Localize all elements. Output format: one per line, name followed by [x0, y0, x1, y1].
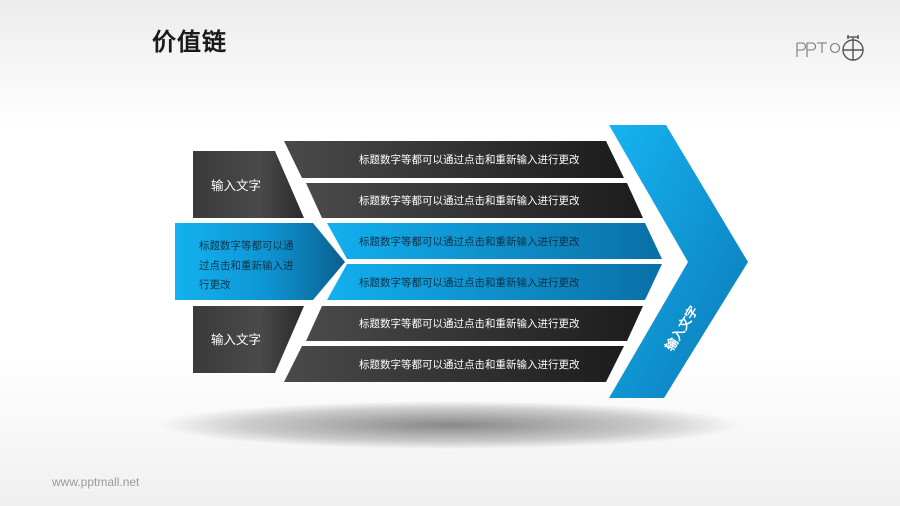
row-1[interactable]: 标题数字等都可以通过点击和重新输入进行更改 [284, 141, 624, 178]
left-box-middle-line-1: 标题数字等都可以通 [199, 239, 294, 252]
left-box-top-label: 输入文字 [211, 178, 261, 193]
right-chevron[interactable]: 输入文字 [609, 125, 748, 398]
row-4-text: 标题数字等都可以通过点击和重新输入进行更改 [359, 276, 580, 289]
row-2[interactable]: 标题数字等都可以通过点击和重新输入进行更改 [306, 183, 643, 218]
row-3[interactable]: 标题数字等都可以通过点击和重新输入进行更改 [327, 223, 662, 259]
page-title: 价值链 [152, 28, 227, 56]
left-box-bottom-label: 输入文字 [211, 332, 261, 347]
floor-shadow [160, 401, 740, 449]
row-6[interactable]: 标题数字等都可以通过点击和重新输入进行更改 [284, 346, 624, 382]
logo-text [796, 42, 841, 57]
left-box-top[interactable]: 输入文字 [193, 151, 304, 218]
row-3-text: 标题数字等都可以通过点击和重新输入进行更改 [359, 235, 580, 248]
row-1-text: 标题数字等都可以通过点击和重新输入进行更改 [359, 153, 580, 166]
row-4[interactable]: 标题数字等都可以通过点击和重新输入进行更改 [327, 264, 662, 300]
left-box-middle-line-2: 过点击和重新输入进 [199, 259, 294, 272]
row-2-text: 标题数字等都可以通过点击和重新输入进行更改 [359, 194, 580, 207]
crossed-circle-icon [842, 35, 864, 61]
footer-url[interactable]: www.pptmall.net [52, 475, 140, 489]
row-5[interactable]: 标题数字等都可以通过点击和重新输入进行更改 [306, 306, 643, 341]
left-box-middle-line-3: 行更改 [199, 278, 231, 291]
left-box-bottom[interactable]: 输入文字 [193, 306, 304, 373]
logo [796, 35, 864, 61]
row-6-text: 标题数字等都可以通过点击和重新输入进行更改 [359, 358, 580, 371]
row-5-text: 标题数字等都可以通过点击和重新输入进行更改 [359, 317, 580, 330]
left-box-middle[interactable]: 标题数字等都可以通 过点击和重新输入进 行更改 [175, 223, 345, 300]
